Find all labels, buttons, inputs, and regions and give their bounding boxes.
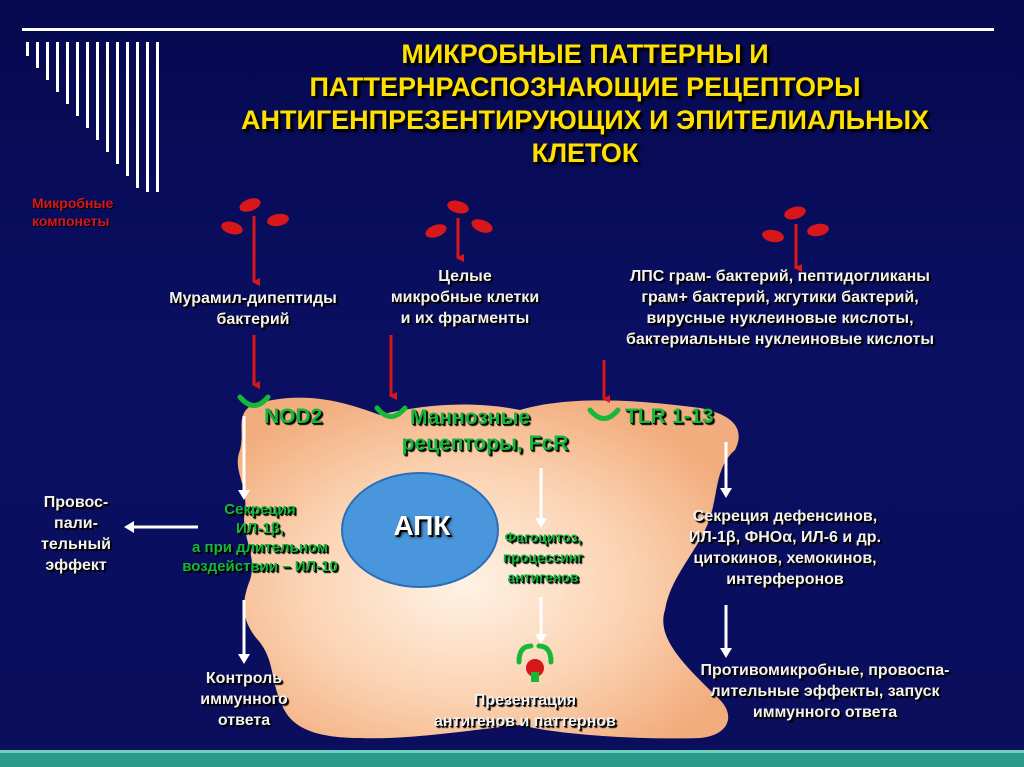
- title-line: ПАТТЕРНРАСПОЗНАЮЩИЕ РЕЦЕПТОРЫ: [150, 71, 1020, 104]
- label-tlr: TLR 1-13: [625, 405, 714, 429]
- label-antimicrobial-effects: Противомикробные, провоспа- лительные эф…: [650, 660, 1000, 723]
- title-line: КЛЕТОК: [150, 137, 1020, 170]
- title-line: МИКРОБНЫЕ ПАТТЕРНЫ И: [150, 38, 1020, 71]
- label-phagocytosis: Фагоцитоз, процессинг антигенов: [478, 527, 608, 587]
- label-proinflammatory-effect: Провос- пали- тельный эффект: [22, 492, 130, 576]
- label-antigen-presentation: Презентация антигенов и паттернов: [400, 690, 650, 732]
- label-secretion-il1: Секреция ИЛ-1β, а при длительном воздейс…: [140, 500, 380, 576]
- label-immune-control: Контроль иммунного ответа: [174, 668, 314, 731]
- label-mannose-receptors: Маннозные рецепторы, FcR: [370, 405, 600, 457]
- title-line: АНТИГЕНПРЕЗЕНТИРУЮЩИХ И ЭПИТЕЛИАЛЬНЫХ: [150, 104, 1020, 137]
- microbial-components-label: Микробные компонеты: [32, 194, 113, 230]
- comb-decoration: [26, 42, 159, 192]
- label-whole-microbial-cells: Целые микробные клетки и их фрагменты: [355, 266, 575, 329]
- top-rule: [22, 28, 994, 31]
- label-secretion-defensins: Секреция дефенсинов, ИЛ-1β, ФНОα, ИЛ-6 и…: [640, 506, 930, 590]
- label-lps-peptidoglycans: ЛПС грам- бактерий, пептидогликаны грам+…: [570, 266, 990, 350]
- label-nod2: NOD2: [264, 405, 322, 429]
- apc-label: АПК: [372, 510, 472, 542]
- slide-title: МИКРОБНЫЕ ПАТТЕРНЫ И ПАТТЕРНРАСПОЗНАЮЩИЕ…: [150, 38, 1020, 170]
- label-muramyl-dipeptides: Мурамил-дипептиды бактерий: [118, 288, 388, 330]
